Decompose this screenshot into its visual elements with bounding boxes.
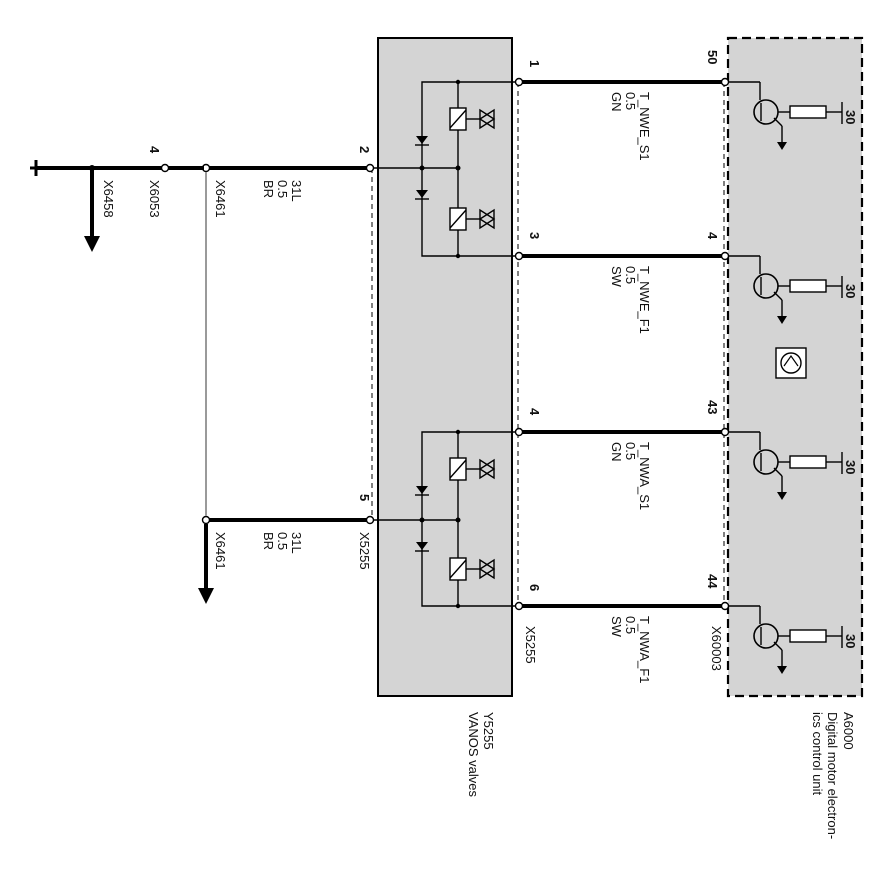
- wire-name-3: T_NWA_S1: [637, 442, 652, 510]
- valve-pin-3: 4: [527, 408, 542, 416]
- wire-name-2: T_NWE_F1: [637, 266, 652, 334]
- ground-color-2: BR: [261, 180, 276, 198]
- wire-color-2: SW: [609, 266, 624, 288]
- ground-pin-2: 2: [357, 146, 372, 153]
- valve-connector-bottom: X5255: [523, 626, 538, 664]
- ground-arrow-lower: [198, 588, 214, 604]
- valve-pin-1: 1: [527, 60, 542, 67]
- valve-block-box: [377, 37, 513, 697]
- supply-label-1: 30: [843, 110, 858, 124]
- wire-color-3: GN: [609, 442, 624, 462]
- connector-b-label: X6458: [101, 180, 116, 218]
- ecu-symbol-icon: [775, 347, 807, 379]
- wire-name-4: T_NWA_F1: [637, 616, 652, 683]
- wire-size-4: 0.5: [623, 616, 638, 634]
- valve-pin-2: 3: [527, 232, 542, 239]
- wire-color-4: SW: [609, 616, 624, 638]
- wire-size-1: 0.5: [623, 92, 638, 110]
- ground-size-2: 0.5: [275, 180, 290, 198]
- splice-label-lower: X6461: [213, 532, 228, 570]
- supply-label-2: 30: [843, 284, 858, 298]
- ground-wire-2: [201, 163, 375, 173]
- ecu-pin-1: 50: [705, 50, 720, 64]
- supply-label-3: 30: [843, 460, 858, 474]
- ground-color-5: BR: [261, 532, 276, 550]
- valve-circuit-upper: [370, 79, 516, 259]
- connector-a-pin: 4: [147, 146, 162, 154]
- ecu-pin-3: 43: [705, 400, 720, 414]
- valve-pin-4: 6: [527, 584, 542, 591]
- wire-color-1: GN: [609, 92, 624, 112]
- valve-circuit-lower: [370, 429, 516, 609]
- ecu-pin-4: 44: [705, 574, 720, 589]
- signal-wire-3: [514, 427, 730, 437]
- ecu-pin-2: 4: [705, 232, 720, 240]
- ecu-driver-4: [728, 605, 843, 674]
- valve-id: Y5255: [481, 712, 496, 750]
- ground-trunk: [30, 160, 204, 252]
- ecu-driver-2: [728, 255, 843, 324]
- ground-size-5: 0.5: [275, 532, 290, 550]
- ecu-description-2: ics control unit: [810, 712, 825, 795]
- signal-wire-4: [514, 601, 730, 611]
- splice-label-upper: X6461: [213, 180, 228, 218]
- supply-label-4: 30: [843, 634, 858, 648]
- ground-name-2: 31L: [289, 180, 304, 202]
- signal-wire-1: [514, 77, 730, 87]
- ecu-driver-3: [728, 431, 843, 500]
- ecu-description-1: Digital motor electron-: [825, 712, 840, 839]
- ecu-driver-1: [728, 81, 843, 150]
- ground-wire-5: [201, 515, 375, 525]
- wire-size-3: 0.5: [623, 442, 638, 460]
- valve-connector-ground: X5255: [357, 532, 372, 570]
- valve-description: VANOS valves: [466, 712, 481, 798]
- ground-name-5: 31L: [289, 532, 304, 554]
- signal-wire-2: [514, 251, 730, 261]
- ground-pin-5: 5: [357, 494, 372, 501]
- wire-size-2: 0.5: [623, 266, 638, 284]
- wire-name-1: T_NWE_S1: [637, 92, 652, 161]
- ecu-connector-label: X60003: [709, 626, 724, 671]
- connector-a-label: X6053: [147, 180, 162, 218]
- ecu-id: A6000: [841, 712, 856, 750]
